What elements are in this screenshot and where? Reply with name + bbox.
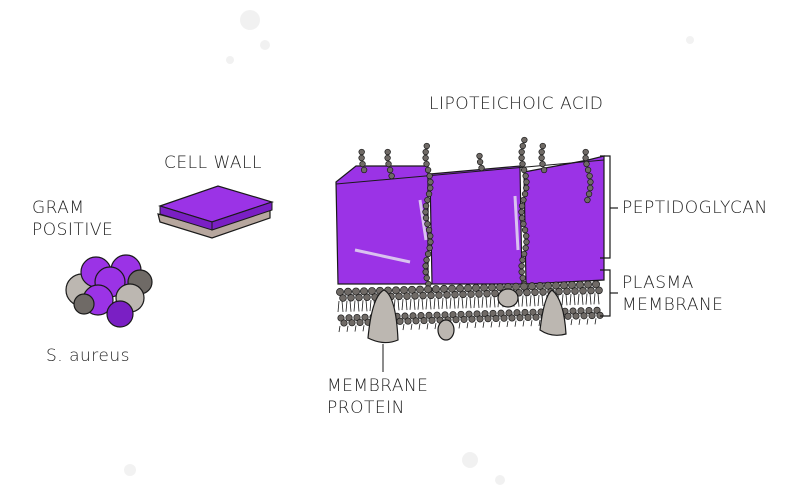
- cell-envelope-cross-section: [335, 136, 605, 372]
- membrane-protein: [539, 289, 567, 336]
- brackets: [600, 155, 618, 317]
- membrane-protein: [437, 319, 455, 341]
- membrane-proteins: [367, 288, 567, 344]
- peptidoglycan-bracket: [600, 155, 611, 259]
- membrane-protein: [367, 289, 399, 344]
- gram-positive-label: GRAM POSITIVE: [32, 198, 114, 240]
- plasma-membrane-label: PLASMA MEMBRANE: [622, 273, 724, 315]
- peptidoglycan-label: PEPTIDOGLYCAN: [622, 198, 768, 218]
- coccus-cell: [73, 293, 95, 315]
- cell-wall-piece: [157, 185, 274, 239]
- paper-texture: [124, 10, 694, 485]
- species-label: S. aureus: [46, 346, 130, 366]
- membrane-protein-label: MEMBRANE PROTEIN: [327, 376, 429, 418]
- phospholipid-heads: [336, 280, 604, 327]
- lipoteichoic-acid-chains: [358, 136, 594, 294]
- lipoteichoic-acid-label: LIPOTEICHOIC ACID: [429, 94, 604, 114]
- membrane-protein: [497, 288, 519, 308]
- cell-wall-label: CELL WALL: [164, 153, 262, 173]
- peptidoglycan-layer: [335, 155, 605, 285]
- coccus-cell: [106, 300, 134, 328]
- s-aureus-cluster: [65, 254, 153, 328]
